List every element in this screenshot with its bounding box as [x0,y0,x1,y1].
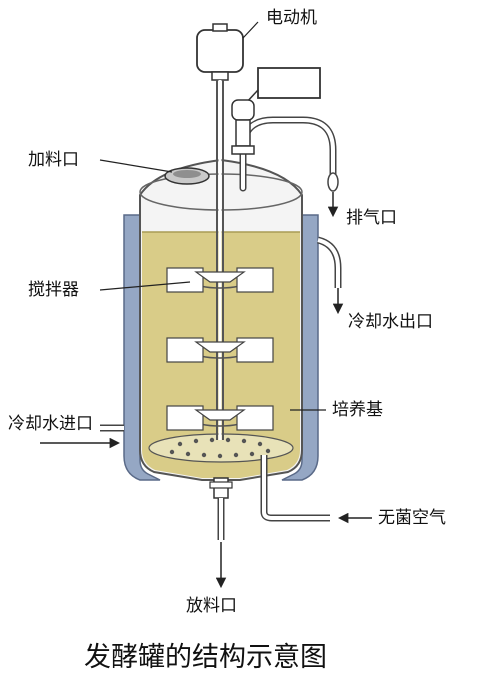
feed-port [164,167,210,185]
label-stirrer: 搅拌器 [28,280,79,300]
jacket-left [123,214,161,481]
leader-feed-port [99,159,173,173]
label-sterile-air: 无菌空气 [378,508,446,528]
leader-stirrer [99,281,191,291]
leader-motor [242,21,259,39]
page-title: 发酵罐的结构示意图 [84,642,327,673]
label-cooling-water-inlet: 冷却水进口 [8,414,93,434]
jacket-right [281,214,319,481]
impeller-middle [166,337,274,363]
label-medium: 培养基 [332,400,383,420]
flow-arrows [40,192,372,589]
impeller-bottom [166,405,274,431]
label-motor: 电动机 [266,8,317,28]
air-sparger [148,433,294,463]
leader-lines [99,21,326,411]
discharge-pipe [209,477,233,540]
sterile-air-pipe [260,455,330,522]
control-box [244,67,321,105]
label-discharge-port: 放料口 [186,596,237,616]
label-feed-port: 加料口 [28,150,79,170]
cooling-outlet-pipe [316,236,342,288]
stirrer-shaft [216,80,224,440]
impeller-top [166,267,274,293]
cooling-jacket [123,214,319,481]
label-cooling-water-outlet: 冷却水出口 [348,312,433,332]
motor [196,23,244,81]
label-exhaust-port: 排气口 [346,208,397,228]
valve [231,99,255,155]
